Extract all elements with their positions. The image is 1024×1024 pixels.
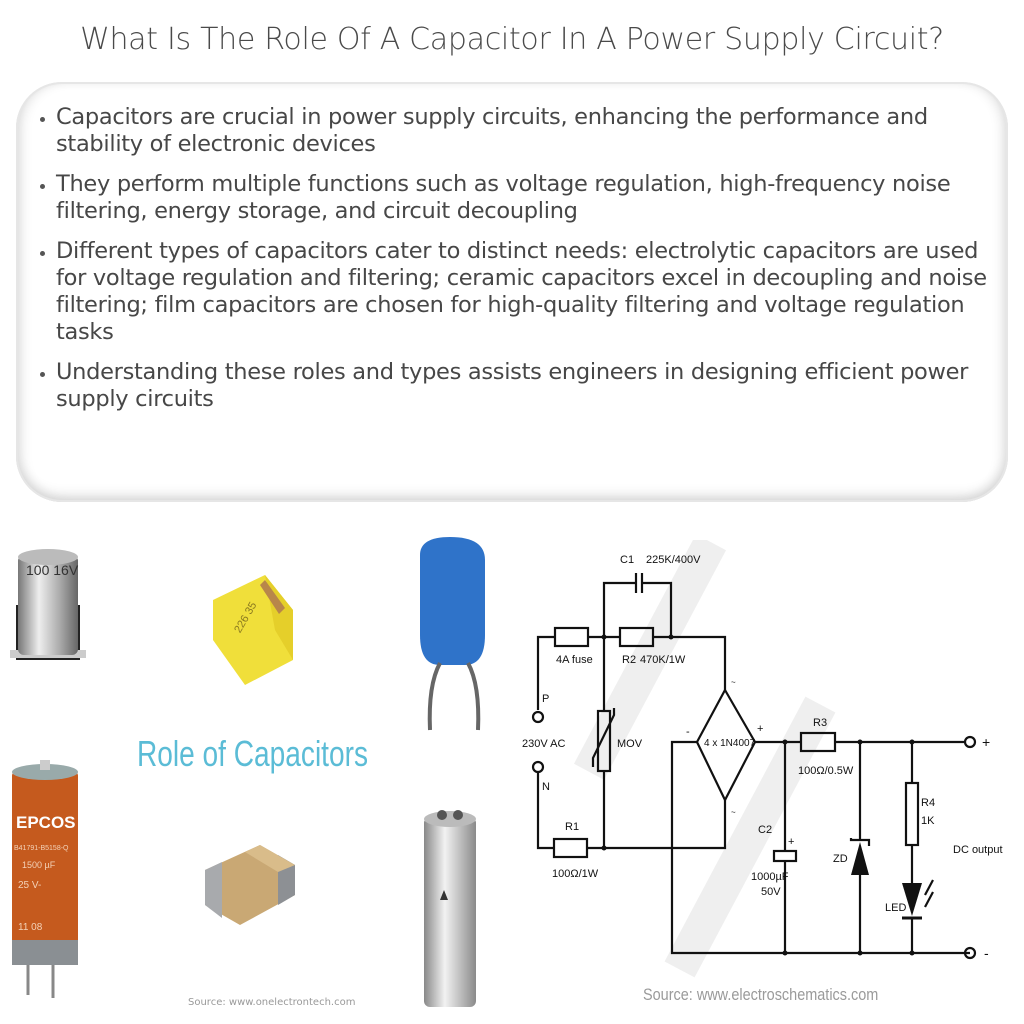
r2-label: R2 [622, 654, 636, 666]
c2-symbol [772, 849, 798, 863]
output-minus-label: - [984, 945, 989, 961]
ceramic-disc-capacitor-image [420, 537, 485, 731]
bridge-ac-label: ~ [731, 808, 736, 817]
negative-rail [670, 740, 970, 955]
r2-value: 470K/1W [640, 654, 686, 666]
power-supply-schematic: C1 225K/400V 4A fuse R2 470K/1W P 230V A… [522, 540, 1003, 978]
c2-plus-label: + [788, 836, 794, 848]
mov-label: MOV [617, 738, 643, 750]
role-of-capacitors-label: Role of Capacitors [137, 733, 368, 774]
bullet-item: Capacitors are crucial in power supply c… [36, 104, 996, 158]
mlcc-chip-capacitor-image [205, 845, 295, 925]
bullet-item: Different types of capacitors cater to d… [36, 238, 996, 346]
watermark-band [664, 696, 836, 978]
p-label: P [542, 693, 549, 705]
wire [536, 635, 555, 710]
output-plus-terminal [963, 735, 977, 749]
bridge-minus-label: - [686, 726, 690, 738]
r1-label: R1 [565, 821, 579, 833]
film-capacitor-image [424, 810, 476, 1007]
led-symbol [902, 883, 922, 916]
capacitor-marking: 1500 µF [22, 860, 56, 870]
output-minus-terminal [963, 946, 977, 960]
smd-electrolytic-capacitor-image: 100 16V [10, 549, 86, 660]
r3-label: R3 [813, 717, 827, 729]
c1-value: 225K/400V [646, 554, 701, 566]
bullet-item: They perform multiple functions such as … [36, 171, 996, 225]
summary-card [16, 82, 1008, 502]
fuse-symbol [553, 626, 590, 648]
c2-label: C2 [758, 824, 772, 836]
capacitor-marking: 100 16V [26, 562, 79, 578]
r4-symbol [904, 781, 920, 847]
bullet-item: Understanding these roles and types assi… [36, 359, 996, 413]
c1-label: C1 [620, 554, 634, 566]
r4-value: 1K [921, 815, 935, 827]
c2-voltage: 50V [761, 886, 781, 898]
photo-source-credit: Source: www.onelectrontech.com [188, 997, 356, 1008]
r1-symbol [552, 837, 589, 859]
bullet-list: Capacitors are crucial in power supply c… [36, 104, 996, 426]
c2-value: 1000µF [751, 871, 789, 883]
bridge-label: 4 x 1N4007 [704, 738, 756, 749]
page-title: What Is The Role Of A Capacitor In A Pow… [80, 22, 944, 57]
r4-label: R4 [921, 797, 935, 809]
epcos-electrolytic-capacitor-image: EPCOS B41791-B5158-Q 1500 µF 25 V- 11 08 [12, 760, 78, 998]
capacitor-marking: B41791-B5158-Q [14, 845, 69, 852]
p-terminal [531, 710, 545, 724]
bridge-rectifier [695, 687, 757, 803]
capacitor-marking: 25 V- [18, 880, 41, 891]
n-terminal [531, 760, 545, 774]
zener-bar [849, 838, 871, 846]
dc-output-label: DC output [953, 844, 1003, 856]
capacitor-marking: 11 08 [18, 922, 43, 933]
n-label: N [542, 781, 550, 793]
brand-marking: EPCOS [16, 813, 76, 832]
ac-input-label: 230V AC [522, 738, 565, 750]
r1-value: 100Ω/1W [552, 868, 599, 880]
zd-label: ZD [833, 853, 848, 865]
zener-diode-symbol [851, 842, 869, 875]
tantalum-capacitor-image: 226 35 [213, 575, 293, 685]
bridge-ac-label: ~ [731, 678, 736, 687]
led-label: LED [885, 902, 906, 914]
r3-value: 100Ω/0.5W [798, 765, 854, 777]
fuse-label: 4A fuse [556, 654, 593, 666]
schematic-source-credit: Source: www.electroschematics.com [643, 985, 879, 1004]
bridge-plus-label: + [757, 723, 763, 735]
output-plus-label: + [982, 734, 990, 750]
